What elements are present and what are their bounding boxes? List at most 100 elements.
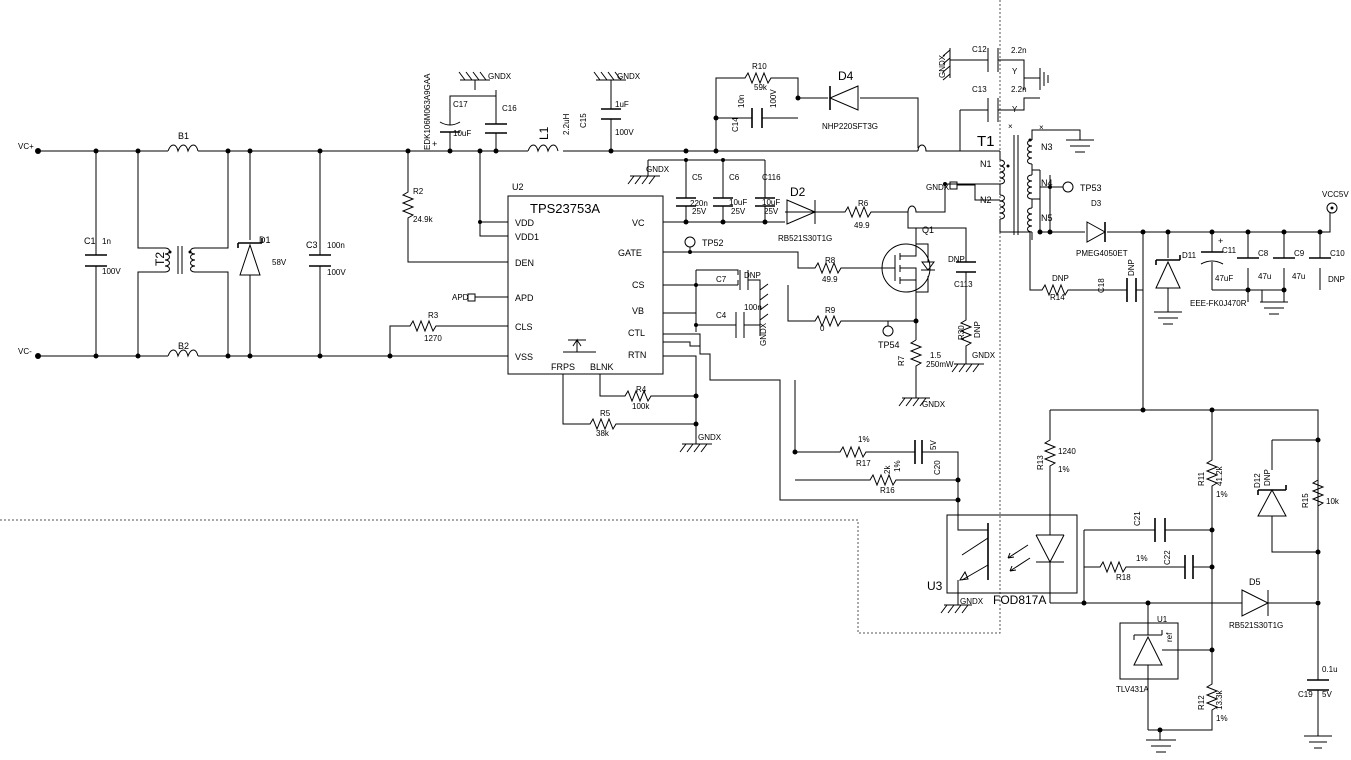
optocoupler-u3: U3 GNDX FOD817A [927,500,1078,614]
svg-text:R5: R5 [600,409,611,418]
svg-text:C4: C4 [716,311,727,320]
svg-text:+: + [432,139,437,149]
svg-text:Y: Y [1012,105,1018,114]
resistor-r5: R5 38k [562,374,696,438]
svg-text:B1: B1 [178,131,189,141]
transformer-t1: T1 N1 N2 N3 N4 N5 × × [917,122,1053,240]
svg-text:100n: 100n [744,303,762,312]
compensation: C21 1% R18 C22 [1083,511,1215,603]
svg-text:GNDX: GNDX [938,54,947,78]
svg-text:D2: D2 [790,185,806,199]
svg-text:C16: C16 [502,104,517,113]
svg-text:VDD1: VDD1 [515,232,539,242]
svg-text:EEE-FK0J470R: EEE-FK0J470R [1190,299,1247,308]
svg-text:2.2n: 2.2n [1011,46,1027,55]
svg-text:TP53: TP53 [1080,183,1102,193]
svg-text:C6: C6 [729,173,740,182]
svg-text:D1: D1 [259,235,271,245]
svg-text:25V: 25V [764,207,779,216]
svg-text:C14: C14 [731,117,740,132]
svg-text:×: × [1008,122,1013,131]
svg-text:38k: 38k [596,429,610,438]
svg-text:D12: D12 [1253,473,1262,488]
shunt-ref-u1: U1 ref TLV431A [1116,603,1215,730]
svg-text:C8: C8 [1258,249,1269,258]
apd-port: APD [452,293,508,302]
resistor-r7: R7 1.5 250mW GNDX [897,339,954,409]
svg-text:VC: VC [632,218,645,228]
svg-text:PMEG4050ET: PMEG4050ET [1076,249,1128,258]
svg-text:1240: 1240 [1058,447,1076,456]
svg-text:220n: 220n [690,199,708,208]
diode-d2: D2 RB521S30T1G [778,185,832,243]
diode-d4: D4 NHP220SFT3G [798,69,919,148]
tvs-diode-d1: D1 58V [237,148,287,359]
svg-text:R7: R7 [897,355,906,366]
resistor-r2: R2 24.9k [401,148,508,263]
svg-text:100V: 100V [327,268,346,277]
svg-text:1.5: 1.5 [930,351,942,360]
transformer-t2: T2 [137,151,229,356]
cs-network: C7 DNP C4 100n GNDX R9 0 [663,269,916,346]
svg-text:C11: C11 [1222,246,1237,255]
svg-text:CS: CS [632,280,645,290]
svg-text:FOD817A: FOD817A [993,593,1046,607]
vc-plus-label: VC+ [18,142,34,151]
ic-u2: U2 TPS23753A VDD VDD1 DEN APD CLS VSS VC… [507,182,664,375]
svg-text:D11: D11 [1182,251,1197,260]
resistor-r12: R12 13.3k 1% [1146,650,1228,753]
svg-text:GNDX: GNDX [972,351,996,360]
svg-text:R13: R13 [1036,455,1045,470]
svg-text:D4: D4 [838,69,854,83]
ferrite-b1: B1 [167,131,199,153]
svg-text:DNP: DNP [1263,469,1272,486]
svg-text:250mW: 250mW [926,360,954,369]
capacitor-c19: 0.1u C19 5V [1298,603,1338,749]
svg-text:GATE: GATE [618,248,642,258]
svg-text:GNDX: GNDX [646,165,670,174]
resistor-r11: R11 41.2k 1% [1197,410,1228,650]
output-caps: + C11 47uF EEE-FK0J470R C8 47u C9 47u C1… [1190,229,1345,315]
svg-text:DEN: DEN [515,258,534,268]
svg-text:C19: C19 [1298,690,1313,699]
resistor-r4: R4 100k [599,374,696,411]
svg-text:U1: U1 [1157,615,1168,624]
svg-text:R4: R4 [636,385,647,394]
svg-text:R30: R30 [957,325,966,340]
svg-text:DNP: DNP [1328,275,1345,284]
svg-text:1uF: 1uF [615,100,629,109]
svg-text:C20: C20 [933,460,942,475]
svg-text:C3: C3 [306,240,318,250]
svg-text:C116: C116 [762,173,781,182]
inductor-l1: L1 2.2uH [527,113,571,153]
svg-text:GNDX: GNDX [488,72,512,81]
diode-d3: D3 PMEG4050ET [1050,199,1331,258]
svg-text:R8: R8 [825,256,836,265]
vc-caps: GNDX C5 C6 C116 220n 25V 10uF 25V 10uF 2… [627,158,781,222]
capacitor-c1: C1 1n 100V [84,148,121,359]
svg-text:U2: U2 [512,182,524,192]
svg-text:2.2n: 2.2n [1011,85,1027,94]
svg-text:GNDX: GNDX [698,433,722,442]
svg-text:TP54: TP54 [878,340,900,350]
svg-text:RB521S30T1G: RB521S30T1G [778,234,832,243]
svg-text:25V: 25V [731,207,746,216]
svg-text:100k: 100k [632,402,650,411]
svg-text:C7: C7 [716,275,727,284]
svg-text:24.9k: 24.9k [413,215,434,224]
svg-text:VCC5V: VCC5V [1322,190,1349,199]
svg-text:1%: 1% [1216,490,1228,499]
svg-text:NHP220SFT3G: NHP220SFT3G [822,122,878,131]
svg-text:5V: 5V [929,440,938,450]
svg-text:R10: R10 [752,62,767,71]
c1-ref: C1 [84,236,96,246]
svg-text:C15: C15 [579,113,588,128]
svg-text:N5: N5 [1041,213,1053,223]
svg-text:VSS: VSS [515,352,533,362]
svg-text:25V: 25V [692,207,707,216]
testpoint-tp52: TP52 [684,236,724,252]
resistor-r6: R6 49.9 [815,190,946,230]
resistor-r15: R15 10k [1301,479,1340,508]
svg-text:R15: R15 [1301,493,1310,508]
svg-text:N3: N3 [1041,142,1053,152]
